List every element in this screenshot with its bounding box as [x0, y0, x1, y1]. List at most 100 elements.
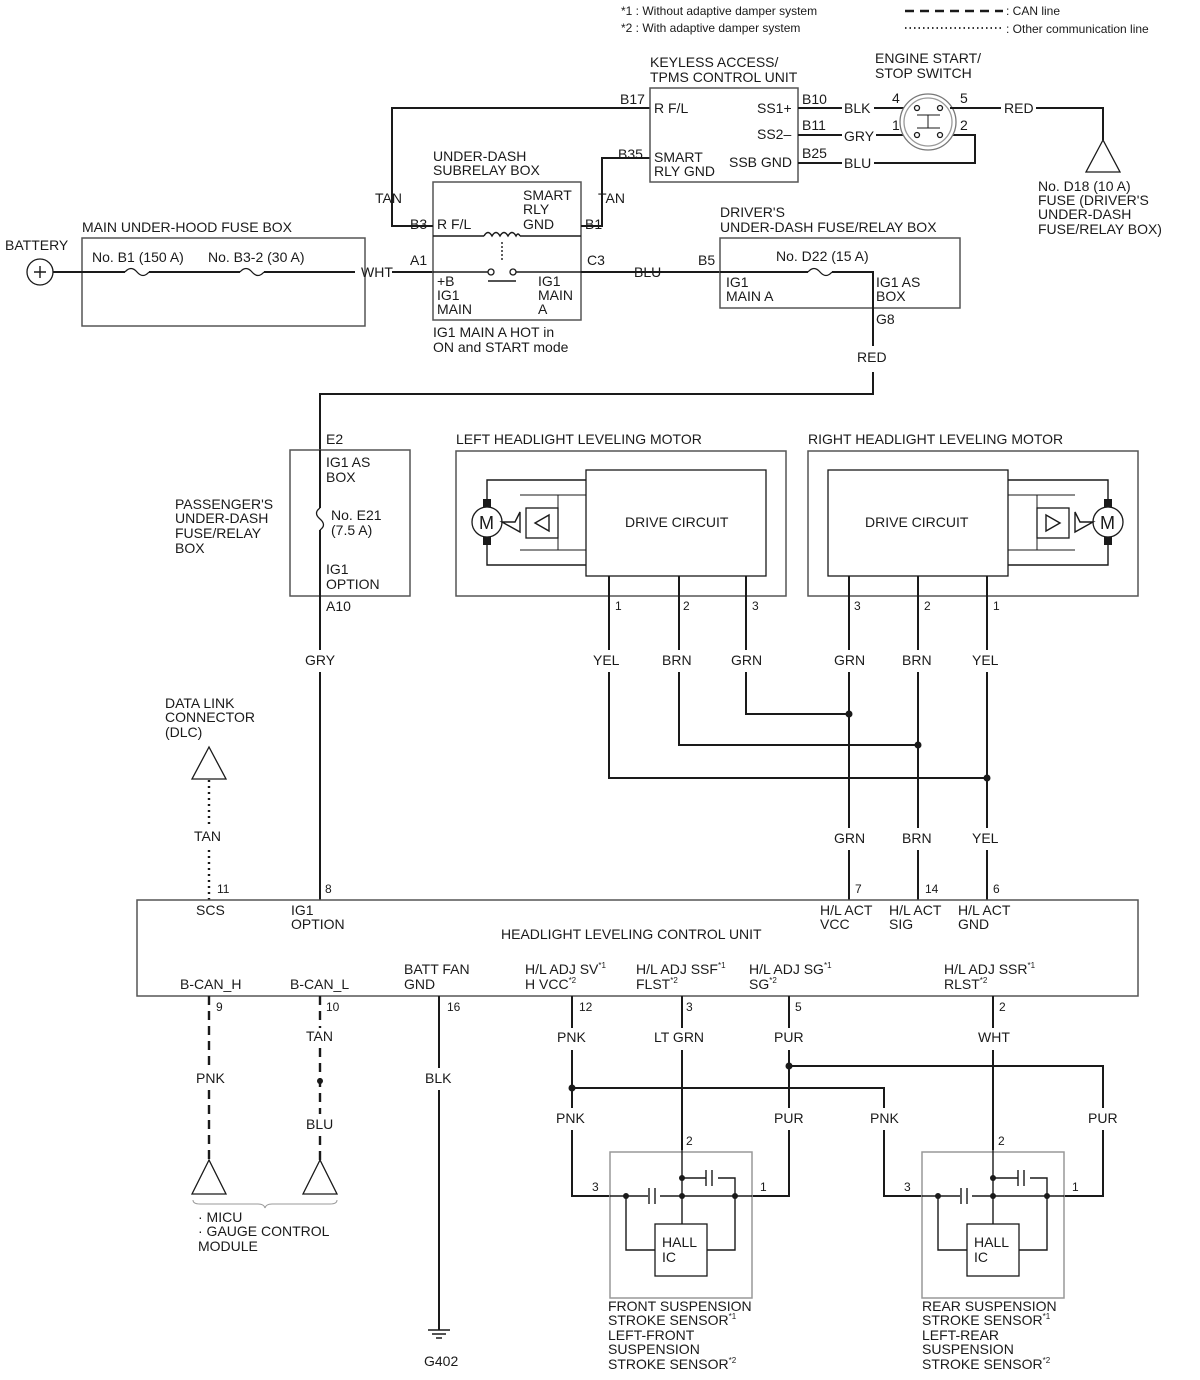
passengers-under-dash-fuse-box: PASSENGER'S UNDER-DASH FUSE/RELAY BOX E2…: [175, 431, 411, 614]
front-sensor-pin-2: 2: [686, 1134, 693, 1148]
pin-b11: B11: [802, 117, 826, 133]
wire-label-grn-lower: GRN: [834, 830, 865, 846]
rear-junction-d: [1044, 1193, 1050, 1199]
dlc-connector-icon: [190, 745, 228, 780]
pin-g8: G8: [876, 311, 895, 327]
fuse-d22-label: No. D22 (15 A): [776, 248, 869, 264]
stroke-sensor-harness: PNK PNK PNK LT GRN PUR PUR PUR WHT: [556, 996, 1118, 1197]
front-sensor-outline: [609, 1151, 753, 1299]
cu-gnd: GND: [958, 916, 989, 932]
right-motor-pin-1: 1: [993, 599, 1000, 613]
drivers-main-a: MAIN A: [726, 288, 774, 304]
wire-label-lt-grn: LT GRN: [654, 1029, 704, 1045]
legend: *1 : Without adaptive damper system *2 :…: [621, 4, 1149, 36]
rear-junction-a: [990, 1175, 996, 1181]
drivers-title-1: DRIVER'S: [720, 204, 785, 220]
cu-adj-sv-text: H/L ADJ SV: [525, 961, 599, 977]
passenger-title-4: BOX: [175, 540, 205, 556]
drivers-internal-circuit: [720, 271, 874, 308]
front-label-2-note: *1: [729, 1312, 737, 1321]
front-junction-d: [732, 1193, 738, 1199]
switch-contact-1: [913, 131, 921, 139]
control-unit-outline: [136, 899, 1139, 997]
wire-label-yel-lower: YEL: [972, 830, 999, 846]
pin-b10: B10: [802, 91, 827, 107]
cu-adj-ssr: H/L ADJ SSR*1: [944, 961, 1036, 977]
cu-pin-9: 9: [216, 1000, 223, 1014]
right-gear-box: [1036, 507, 1070, 539]
cu-pin-11: 11: [217, 882, 230, 896]
legend-note-1: *1 : Without adaptive damper system: [621, 4, 817, 18]
right-gear-arrow-icon: [1045, 513, 1062, 533]
ground-icon: [428, 1329, 450, 1339]
battery: BATTERY: [5, 237, 69, 286]
junction-pur: [785, 1062, 793, 1070]
rear-capacitor-1-icon: [1017, 1170, 1025, 1186]
passenger-box-word: BOX: [326, 469, 356, 485]
subrelay-smart-1: SMART: [523, 187, 572, 203]
main-under-hood-fuse-box: MAIN UNDER-HOOD FUSE BOX No. B1 (150 A) …: [81, 219, 366, 327]
subrelay-main-left: MAIN: [437, 301, 472, 317]
dlc-line-2: CONNECTOR: [165, 709, 255, 725]
wire-label-blu: BLU: [634, 264, 661, 280]
wire-pnk-rear-pin3: [572, 1087, 922, 1197]
keyless-ssb: SSB GND: [729, 154, 792, 170]
left-motor-title: LEFT HEADLIGHT LEVELING MOTOR: [456, 431, 702, 447]
pin-b5: B5: [698, 252, 715, 268]
cu-hvcc-note: *2: [569, 976, 577, 985]
main-fuse-box-outline: [81, 237, 366, 327]
cu-act-2: H/L ACT: [889, 902, 942, 918]
wire-grn-cross: [745, 672, 849, 715]
left-gear-arrow-icon: [533, 513, 550, 533]
pin-a10: A10: [326, 598, 351, 614]
relay-coil-icon: [483, 231, 521, 238]
subrelay-rfl: R F/L: [437, 216, 471, 232]
right-motor-pin-2: 2: [924, 599, 931, 613]
fuse-b3-2-label: No. B3-2 (30 A): [208, 249, 305, 265]
rear-hall-2: IC: [974, 1249, 988, 1265]
left-drive-label: DRIVE CIRCUIT: [625, 514, 729, 530]
keyless-title-2: TPMS CONTROL UNIT: [650, 69, 798, 85]
cu-sg-text: SG: [749, 976, 769, 992]
cu-pin-16: 16: [447, 1000, 461, 1014]
ground-label: G402: [424, 1353, 458, 1369]
left-headlight-leveling-motor: LEFT HEADLIGHT LEVELING MOTOR DRIVE CIRC…: [455, 431, 787, 650]
cu-batt-gnd: GND: [404, 976, 435, 992]
wire-label-gry-switch: GRY: [844, 128, 875, 144]
dlc-line-3: (DLC): [165, 724, 202, 740]
rear-capacitor-2-icon: [960, 1188, 968, 1204]
cu-adj-ssf-text: H/L ADJ SSF: [636, 961, 718, 977]
subrelay-smart-3: GND: [523, 216, 554, 232]
pin-b25: B25: [802, 145, 827, 161]
cu-pin-10: 10: [326, 1000, 340, 1014]
front-label-5-note: *2: [729, 1356, 737, 1365]
cu-pin-14: 14: [925, 882, 939, 896]
cu-pin-7: 7: [855, 882, 862, 896]
right-gear-link: [1008, 494, 1075, 551]
fuse-e21-label: No. E21: [331, 507, 382, 523]
subrelay-ig1-left: IG1: [437, 287, 460, 303]
front-label-2-text: STROKE SENSOR: [608, 1312, 729, 1328]
front-capacitor-2-icon: [648, 1188, 656, 1204]
wire-label-gry: GRY: [305, 652, 336, 668]
front-junction-a: [679, 1175, 685, 1181]
subrelay-box-outline: [432, 181, 582, 321]
cu-act-1: H/L ACT: [820, 902, 873, 918]
wire-blu-ssb: [798, 134, 976, 164]
switch-contact-5: [936, 104, 944, 112]
cu-hvcc: H VCC*2: [525, 976, 577, 992]
front-label-3: LEFT-FRONT: [608, 1327, 695, 1343]
cu-adj-ssr-note: *1: [1028, 961, 1036, 970]
cu-pin-6: 6: [993, 882, 1000, 896]
fuse-d18-connector-icon: [1084, 138, 1122, 173]
cu-adj-ssr-text: H/L ADJ SSR: [944, 961, 1028, 977]
wire-yel-cross: [608, 672, 987, 779]
rear-sensor-pin-3: 3: [904, 1180, 911, 1194]
subrelay-smart-2: RLY: [523, 201, 550, 217]
subrelay-note-2: ON and START mode: [433, 339, 569, 355]
front-sensor-pin-3: 3: [592, 1180, 599, 1194]
right-motor-pin-leads: [848, 576, 988, 650]
cu-flst-text: FLST: [636, 976, 671, 992]
fuse-e21-icon: [315, 507, 325, 531]
passenger-title-1: PASSENGER'S: [175, 496, 273, 512]
